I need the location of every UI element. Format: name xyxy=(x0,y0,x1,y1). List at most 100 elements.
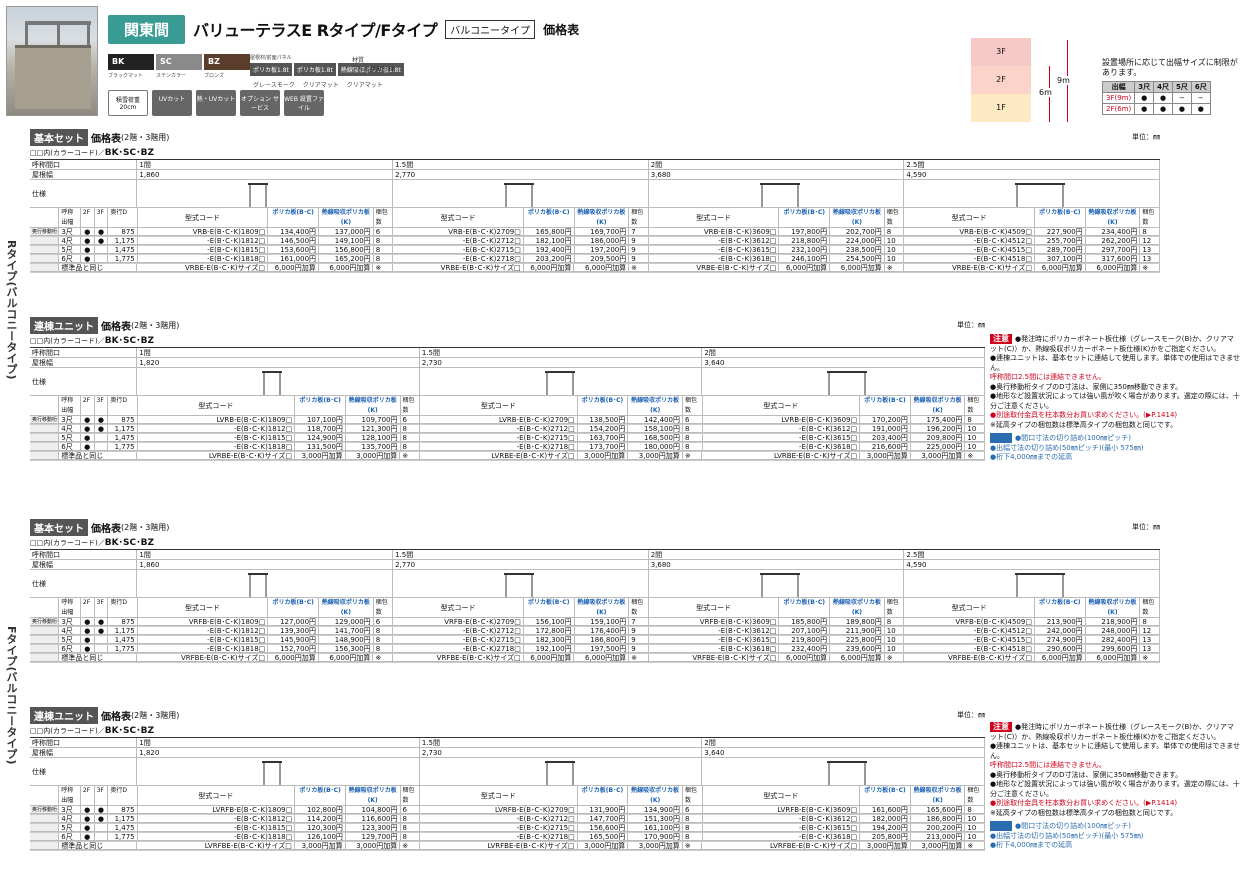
row-pack: 10 xyxy=(884,246,905,254)
row-price-polycarb: 147,700円 xyxy=(577,815,629,823)
row-pack: ※ xyxy=(965,452,985,460)
row-f3 xyxy=(94,255,109,263)
row-code: VRFB-E(B･C･K)3609□ xyxy=(648,618,780,626)
restriction-header: 3尺 xyxy=(1134,81,1155,93)
row-price-heat: 238,500円 xyxy=(830,246,885,254)
row-price-polycarb: 118,700円 xyxy=(295,425,346,433)
row-price-heat: 299,600円 xyxy=(1085,645,1141,653)
span-label: 1間 xyxy=(137,160,394,170)
uv-cut-icon: UVカット xyxy=(152,90,192,116)
grp-spacer xyxy=(30,208,60,228)
row-price-heat: 3,000円加算 xyxy=(910,452,966,460)
roofw-label: 屋根幅 xyxy=(30,170,138,180)
product-subtitle: バルコニータイプ xyxy=(445,19,536,39)
col-price-heat: 熱線吸収ポリカ板(K) xyxy=(319,208,374,228)
row-f3: ● xyxy=(94,815,109,823)
row-out: 6尺 xyxy=(59,645,81,653)
span-diagram xyxy=(393,570,649,598)
row-out: 5尺 xyxy=(59,246,81,254)
grp-cell xyxy=(30,452,60,460)
grp-cell xyxy=(30,255,60,263)
row-depth: 1,475 xyxy=(108,246,138,254)
nominal-label: 呼称間口 xyxy=(30,550,138,560)
span-diagram xyxy=(137,368,420,396)
row-price-polycarb: 232,400円 xyxy=(779,645,831,653)
restriction-cell: ● xyxy=(1134,103,1155,115)
col-code: 型式コード xyxy=(420,786,578,806)
roof-width: 2,770 xyxy=(393,560,649,570)
notice-r: 注意●発注時にポリカーボネート板仕様（グレースモーク(B)か、クリアマット(C)… xyxy=(990,334,1240,466)
col-price-polycarb: ポリカ板(B･C) xyxy=(268,208,320,228)
row-price-polycarb: 255,700円 xyxy=(1034,237,1086,245)
spec-row: 仕様 xyxy=(30,180,1161,208)
row-price-polycarb: 139,300円 xyxy=(268,627,320,635)
color-chip-bk: BK xyxy=(108,54,154,70)
grp-cell xyxy=(30,434,60,442)
col-code: 型式コード xyxy=(137,598,269,618)
row-code: -E(B･C･K)2715□ xyxy=(393,246,524,254)
grp-spacer xyxy=(30,396,60,416)
roof-width: 3,680 xyxy=(648,560,905,570)
row-code: LVRB-E(B･C･K)2709□ xyxy=(420,416,578,424)
row-code: VRBE-E(B･C･K)サイズ□ xyxy=(904,264,1035,272)
row-price-heat: 234,400円 xyxy=(1085,228,1141,236)
color-code-note: □□内(カラーコード)／BK･SC･BZ xyxy=(30,723,985,736)
notice-block: 注意●発注時にポリカーボネート板仕様（グレースモーク(B)か、クリアマット(C)… xyxy=(990,722,1240,818)
row-depth: 1,175 xyxy=(108,425,138,433)
color-code-value: BK･SC･BZ xyxy=(104,336,155,346)
row-code: -E(B･C･K)2715□ xyxy=(393,636,524,644)
row-price-heat: 159,100円 xyxy=(574,618,630,626)
grp-spacer xyxy=(30,598,60,618)
header: 関東間 バリューテラスE Rタイプ/Fタイプ バルコニータイプ 価格表 xyxy=(108,12,579,46)
row-code: -E(B･C･K)1818□ xyxy=(137,443,296,451)
span-diagram xyxy=(393,180,649,208)
row-price-heat: 6,000円加算 xyxy=(1085,264,1141,272)
row-pack: 13 xyxy=(1140,255,1160,263)
unit-label: 単位：㎜ xyxy=(1132,523,1160,531)
span-label: 1.5間 xyxy=(419,738,703,748)
row-pack: 9 xyxy=(629,237,649,245)
row-code: -E(B･C･K)1815□ xyxy=(137,824,296,832)
row-price-heat: 3,000円加算 xyxy=(628,842,683,850)
row-pack: 8 xyxy=(373,237,394,245)
span-label: 2間 xyxy=(702,738,985,748)
row-price-heat: 3,000円加算 xyxy=(628,452,683,460)
row-price-polycarb: 126,100円 xyxy=(295,833,346,841)
row-f2: ● xyxy=(80,416,95,424)
row-price-heat: 254,500円 xyxy=(830,255,885,263)
span-label: 2間 xyxy=(702,348,985,358)
row-depth: 1,175 xyxy=(108,627,138,635)
col-out: 呼称出幅 xyxy=(59,208,81,228)
roof-width: 1,860 xyxy=(137,170,394,180)
side-label-text: Rタイプ(バルコニータイプ) xyxy=(5,240,18,380)
row-code: VRB-E(B･C･K)4509□ xyxy=(904,228,1035,236)
row-pack: 9 xyxy=(629,255,649,263)
row-pack: 8 xyxy=(682,425,703,433)
row-depth: 1,775 xyxy=(108,833,138,841)
row-out: 6尺 xyxy=(59,443,81,451)
row-pack: 6 xyxy=(373,618,394,626)
col-pack: 梱包数 xyxy=(373,598,394,618)
row-out: 3尺 xyxy=(59,806,81,814)
row-price-polycarb: 194,200円 xyxy=(860,824,911,832)
section-f-unit: 連棟ユニット価格表(2階・3階用)単位：㎜□□内(カラーコード)／BK･SC･B… xyxy=(30,706,985,851)
row-code: -E(B･C･K)3615□ xyxy=(648,246,780,254)
notice-block: 注意●発注時にポリカーボネート板仕様（グレースモーク(B)か、クリアマット(C)… xyxy=(990,334,1240,430)
row-code: -E(B･C･K)2718□ xyxy=(393,255,524,263)
row-price-heat: 165,200円 xyxy=(319,255,374,263)
row-code: -E(B･C･K)1815□ xyxy=(137,636,269,644)
notice-block: 特注●間口寸法の切り詰め(100㎜ピッチ)●出幅寸法の切り詰め(50㎜ピッチ)(… xyxy=(990,821,1240,851)
row-pack: 8 xyxy=(1140,618,1160,626)
row-out: 6尺 xyxy=(59,833,81,841)
row-code: -E(B･C･K)3612□ xyxy=(648,237,780,245)
restriction-header: 5尺 xyxy=(1171,81,1192,93)
row-f2: ● xyxy=(80,425,95,433)
row-pack: 6 xyxy=(400,416,421,424)
row-pack: ※ xyxy=(1140,264,1160,272)
row-pack: 8 xyxy=(682,824,703,832)
